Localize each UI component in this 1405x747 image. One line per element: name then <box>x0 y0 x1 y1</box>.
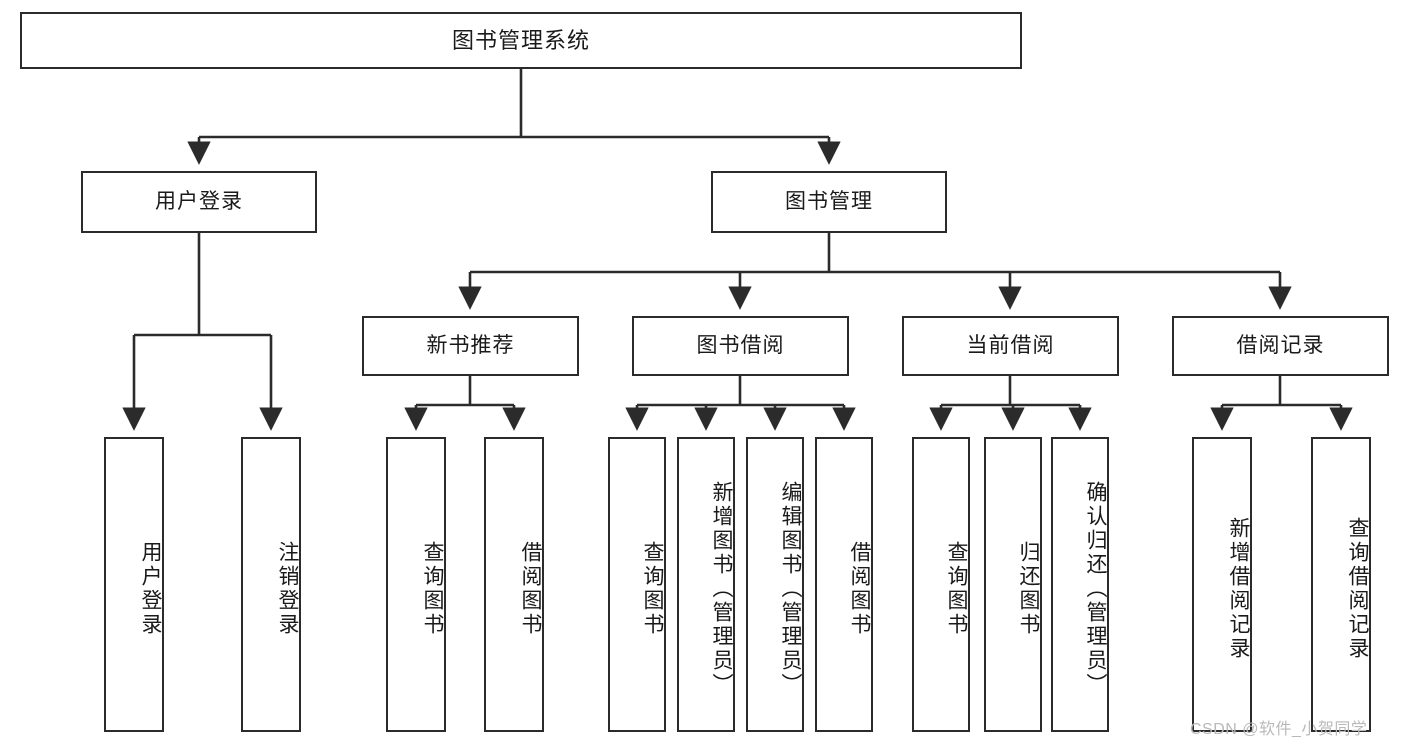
leaf-add-borrow-record-label: 新增借阅记录 <box>1227 516 1250 661</box>
leaf-user-logout[interactable]: 注销登录 <box>241 437 301 732</box>
leaf-confirm-return-admin-label: 确认归还（管理员） <box>1084 480 1107 697</box>
leaf-borrow-book[interactable]: 借阅图书 <box>815 437 873 732</box>
node-root-label: 图书管理系统 <box>451 27 590 53</box>
leaf-query-borrow-record-label: 查询借阅记录 <box>1346 516 1369 661</box>
node-current-borrow[interactable]: 当前借阅 <box>902 316 1119 376</box>
leaf-user-login-label: 用户登录 <box>139 540 162 637</box>
leaf-add-borrow-record[interactable]: 新增借阅记录 <box>1192 437 1252 732</box>
leaf-borrow-book-recommend[interactable]: 借阅图书 <box>484 437 544 732</box>
leaf-query-borrow-record[interactable]: 查询借阅记录 <box>1311 437 1371 732</box>
leaf-query-book-current-label: 查询图书 <box>945 540 968 637</box>
node-book-management-label: 图书管理 <box>785 189 873 213</box>
leaf-query-book-recommend[interactable]: 查询图书 <box>386 437 446 732</box>
leaf-borrow-book-recommend-label: 借阅图书 <box>519 540 542 637</box>
leaf-add-book-admin[interactable]: 新增图书（管理员） <box>677 437 735 732</box>
node-book-borrow-label: 图书借阅 <box>696 333 785 357</box>
leaf-query-book-borrow-label: 查询图书 <box>641 540 664 637</box>
node-user-login[interactable]: 用户登录 <box>81 171 317 233</box>
leaf-return-book[interactable]: 归还图书 <box>984 437 1042 732</box>
leaf-return-book-label: 归还图书 <box>1017 540 1040 637</box>
leaf-query-book-borrow[interactable]: 查询图书 <box>608 437 666 732</box>
leaf-edit-book-admin[interactable]: 编辑图书（管理员） <box>746 437 804 732</box>
leaf-edit-book-admin-label: 编辑图书（管理员） <box>779 480 802 697</box>
leaf-borrow-book-label: 借阅图书 <box>848 540 871 637</box>
node-book-borrow[interactable]: 图书借阅 <box>632 316 849 376</box>
node-root[interactable]: 图书管理系统 <box>20 12 1022 69</box>
node-user-login-label: 用户登录 <box>155 189 243 213</box>
leaf-query-book-current[interactable]: 查询图书 <box>912 437 970 732</box>
node-borrow-record[interactable]: 借阅记录 <box>1172 316 1389 376</box>
leaf-confirm-return-admin[interactable]: 确认归还（管理员） <box>1051 437 1109 732</box>
node-new-book-recommend-label: 新书推荐 <box>426 333 515 357</box>
leaf-add-book-admin-label: 新增图书（管理员） <box>710 480 733 697</box>
node-new-book-recommend[interactable]: 新书推荐 <box>362 316 579 376</box>
leaf-user-login[interactable]: 用户登录 <box>104 437 164 732</box>
csdn-watermark: CSDN @软件_小贺同学 <box>1190 721 1368 738</box>
node-borrow-record-label: 借阅记录 <box>1236 333 1325 357</box>
node-current-borrow-label: 当前借阅 <box>966 333 1055 357</box>
leaf-query-book-recommend-label: 查询图书 <box>421 540 444 637</box>
node-book-management[interactable]: 图书管理 <box>711 171 947 233</box>
leaf-user-logout-label: 注销登录 <box>276 540 299 637</box>
